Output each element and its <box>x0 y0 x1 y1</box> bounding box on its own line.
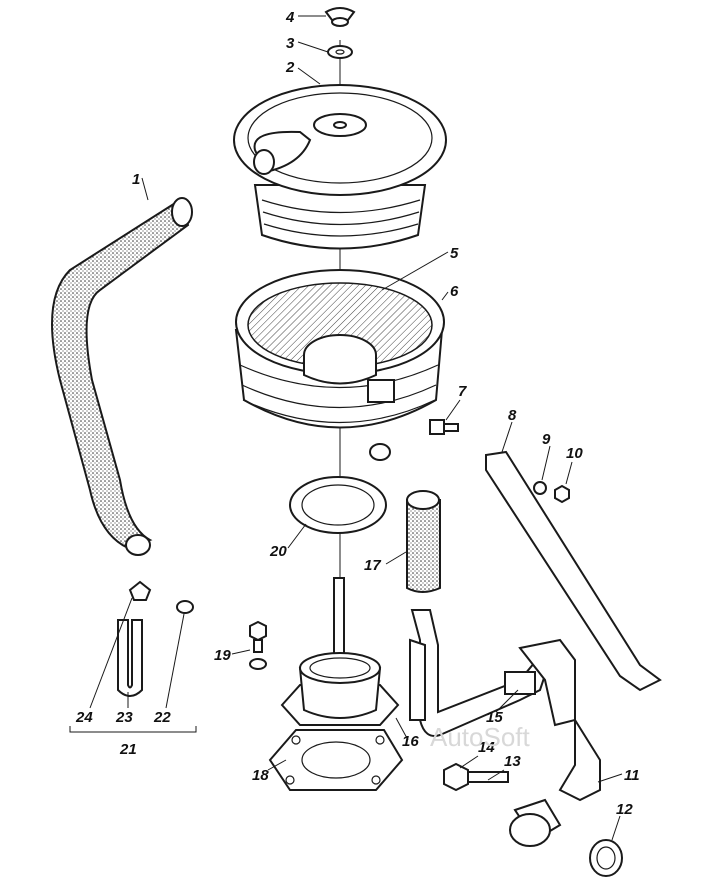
hose-top-end <box>171 197 193 227</box>
label-5: 5 <box>450 245 459 262</box>
label-6: 6 <box>450 283 459 300</box>
leader-2 <box>297 67 321 85</box>
washer-part <box>327 45 353 59</box>
leader-3 <box>297 41 329 53</box>
leader-8 <box>501 421 513 453</box>
label-1: 1 <box>132 171 140 188</box>
leader-20 <box>287 523 307 549</box>
label-13: 13 <box>504 753 521 770</box>
leader-13 <box>487 769 505 781</box>
leader-9 <box>541 445 551 481</box>
leader-24 <box>89 597 133 709</box>
leader-5 <box>381 251 449 291</box>
label-16: 16 <box>402 733 419 750</box>
clamp-set-part <box>117 580 194 697</box>
leader-11 <box>597 773 623 783</box>
label-2: 2 <box>285 59 295 76</box>
filter-base-part <box>280 652 400 726</box>
elbow-pipe-part <box>509 798 562 847</box>
leader-6 <box>441 291 449 301</box>
label-4: 4 <box>285 9 295 26</box>
label-11: 11 <box>624 767 640 784</box>
hose-end <box>125 534 151 556</box>
clamp-ring-part <box>589 839 623 877</box>
label-22: 22 <box>153 709 171 726</box>
label-14: 14 <box>478 739 495 756</box>
label-10: 10 <box>566 445 583 462</box>
base-gasket-part <box>268 729 404 791</box>
leader-14 <box>459 755 479 769</box>
bracket-strap-part <box>485 450 662 692</box>
label-20: 20 <box>269 543 287 560</box>
leader-18 <box>267 759 287 771</box>
filter-housing-part <box>234 269 445 461</box>
leader-10 <box>565 461 573 485</box>
label-3: 3 <box>286 35 295 52</box>
label-24: 24 <box>75 709 93 726</box>
intake-pipe-part <box>409 609 601 802</box>
bracket-bolt-part <box>429 419 459 435</box>
rubber-sleeve-part <box>406 490 441 593</box>
label-7: 7 <box>458 383 467 400</box>
leader-17 <box>385 551 407 565</box>
nut-part <box>554 484 570 504</box>
leader-12 <box>611 815 621 841</box>
leader-21-bracket <box>69 726 197 733</box>
hose-part <box>51 198 190 550</box>
lock-washer-part <box>533 481 547 495</box>
label-19: 19 <box>214 647 231 664</box>
label-8: 8 <box>508 407 517 424</box>
leader-19 <box>231 649 251 655</box>
label-12: 12 <box>616 801 633 818</box>
label-23: 23 <box>115 709 133 726</box>
leader-16 <box>395 717 409 741</box>
wing-nut-part <box>324 7 356 27</box>
label-9: 9 <box>542 431 551 448</box>
filter-cover-part <box>233 84 447 250</box>
leader-7 <box>445 399 461 421</box>
pipe-bolt-part <box>443 762 509 792</box>
label-18: 18 <box>252 767 269 784</box>
label-15: 15 <box>486 709 503 726</box>
watermark: AutoSoft <box>430 722 531 752</box>
bolt-part <box>249 620 267 670</box>
leader-15 <box>495 689 519 713</box>
seal-ring-part <box>289 476 387 534</box>
label-17: 17 <box>364 557 381 574</box>
leader-22 <box>165 613 185 709</box>
leader-1 <box>141 177 149 201</box>
label-21: 21 <box>119 741 137 758</box>
